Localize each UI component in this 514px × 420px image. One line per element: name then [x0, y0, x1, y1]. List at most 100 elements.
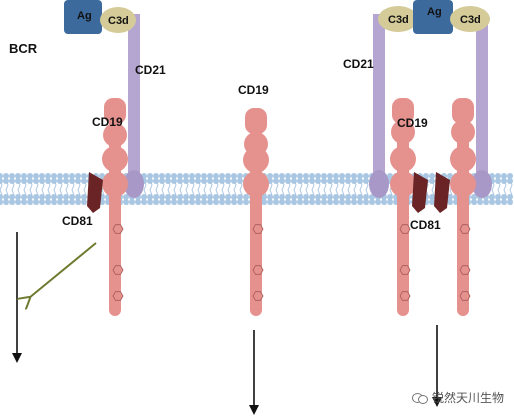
lipid-head — [321, 178, 327, 184]
lipid-head — [309, 178, 315, 184]
lipid-head — [3, 199, 9, 205]
lipid-head — [495, 178, 501, 184]
lipid-head — [159, 194, 165, 200]
phospho-site — [399, 224, 411, 234]
lipid-head — [297, 199, 303, 205]
lipid-head — [339, 194, 345, 200]
lipid-head — [57, 199, 63, 205]
lipid-head — [219, 173, 225, 179]
c3d-label: C3d — [388, 14, 409, 26]
cd19-head — [452, 98, 474, 124]
phospho-site — [252, 224, 264, 234]
cd21-label: CD21 — [135, 63, 166, 77]
lipid-head — [153, 194, 159, 200]
lipid-head — [339, 173, 345, 179]
lipid-head — [177, 178, 183, 184]
c3d-label: C3d — [460, 14, 481, 26]
cd19-domain — [450, 171, 476, 197]
lipid-head — [171, 173, 177, 179]
lipid-head — [147, 178, 153, 184]
lipid-head — [63, 173, 69, 179]
lipid-head — [285, 194, 291, 200]
lipid-head — [291, 199, 297, 205]
lipid-head — [495, 173, 501, 179]
cd19-domain — [102, 171, 128, 197]
lipid-head — [333, 173, 339, 179]
cd19-label: CD19 — [92, 115, 123, 129]
lipid-head — [225, 178, 231, 184]
lipid-head — [327, 194, 333, 200]
lipid-head — [51, 173, 57, 179]
lipid-head — [237, 199, 243, 205]
lipid-head — [345, 194, 351, 200]
lipid-head — [333, 194, 339, 200]
lipid-head — [9, 178, 15, 184]
cd81-protein — [87, 172, 103, 213]
cd19-domain — [390, 146, 416, 172]
lipid-head — [21, 178, 27, 184]
lipid-head — [51, 194, 57, 200]
lipid-head — [309, 199, 315, 205]
lipid-head — [27, 173, 33, 179]
lipid-head — [303, 199, 309, 205]
lipid-head — [39, 194, 45, 200]
lipid-head — [15, 178, 21, 184]
lipid-head — [0, 199, 3, 205]
antigen-label: Ag — [77, 10, 92, 22]
antigen-box — [64, 0, 102, 34]
lipid-head — [279, 194, 285, 200]
lipid-head — [63, 199, 69, 205]
lipid-head — [261, 194, 267, 200]
lipid-head — [0, 178, 3, 184]
lipid-head — [363, 199, 369, 205]
lipid-head — [489, 194, 495, 200]
cd81-protein — [412, 172, 428, 213]
lipid-head — [21, 173, 27, 179]
lipid-head — [231, 178, 237, 184]
lipid-head — [207, 194, 213, 200]
cd19-label: CD19 — [238, 83, 269, 97]
lipid-head — [231, 173, 237, 179]
bcr-label: BCR — [9, 41, 38, 56]
lipid-head — [183, 173, 189, 179]
lipid-head — [183, 199, 189, 205]
lipid-head — [81, 178, 87, 184]
lipid-head — [171, 199, 177, 205]
lipid-head — [177, 173, 183, 179]
lipid-head — [231, 199, 237, 205]
lipid-head — [237, 173, 243, 179]
lipid-head — [315, 178, 321, 184]
lipid-head — [447, 173, 453, 179]
lipid-head — [51, 178, 57, 184]
lipid-head — [147, 199, 153, 205]
c3d-label: C3d — [108, 15, 129, 27]
lipid-head — [495, 199, 501, 205]
cd81-label: CD81 — [410, 218, 441, 232]
cd19-head — [104, 98, 126, 124]
lipid-head — [357, 173, 363, 179]
lipid-head — [165, 199, 171, 205]
lipid-head — [45, 173, 51, 179]
lipid-head — [429, 178, 435, 184]
lipid-head — [141, 199, 147, 205]
lipid-head — [285, 173, 291, 179]
lipid-head — [195, 199, 201, 205]
lipid-head — [27, 178, 33, 184]
lipid-head — [477, 199, 483, 205]
cd19-domain — [102, 146, 128, 172]
lipid-head — [315, 199, 321, 205]
lipid-head — [321, 194, 327, 200]
cd21-stalk — [128, 14, 140, 184]
lipid-head — [225, 199, 231, 205]
lipid-head — [33, 173, 39, 179]
cd21-stalk — [476, 14, 488, 184]
lipid-head — [507, 199, 513, 205]
lipid-head — [273, 199, 279, 205]
lipid-head — [201, 199, 207, 205]
wechat-icon — [411, 392, 428, 404]
phospho-site — [112, 224, 124, 234]
lipid-head — [507, 194, 513, 200]
lipid-head — [285, 178, 291, 184]
lipid-head — [39, 173, 45, 179]
